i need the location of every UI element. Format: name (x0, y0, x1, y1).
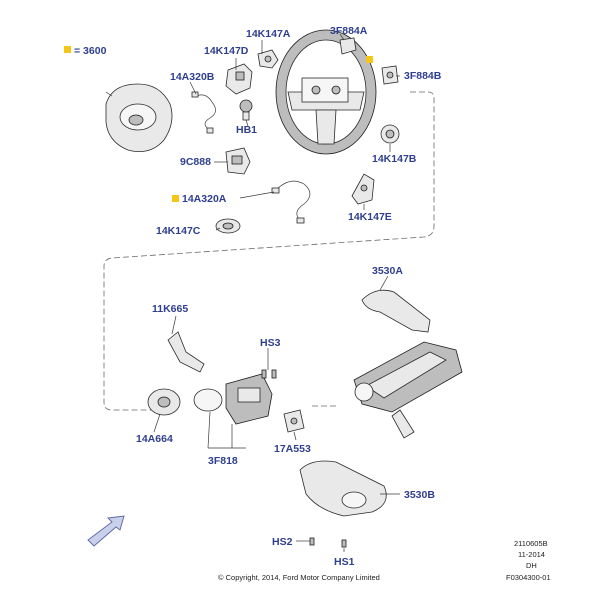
shroud-3530a (361, 289, 431, 333)
upper-group-boundary (103, 91, 435, 411)
switch-assembly-3f818 (193, 373, 273, 425)
switch-14k147c (215, 218, 241, 234)
legend-text: = 3600 (74, 45, 107, 57)
callout-14k147c: 14K147C (156, 225, 201, 237)
callout-3f818: 3F818 (208, 455, 238, 467)
footer-code: 2110605B (514, 539, 548, 548)
footer-initials: DH (526, 561, 537, 570)
callout-14k147a: 14K147A (246, 28, 291, 40)
shroud-3530b (299, 460, 387, 517)
callout-3530b: 3530B (404, 489, 435, 501)
callout-hs3: HS3 (260, 337, 281, 349)
callout-hs2: HS2 (272, 536, 293, 548)
clockspring-14a664 (147, 388, 181, 416)
footer-date: 11-2014 (518, 550, 545, 559)
horn-hb1 (239, 99, 253, 121)
harness-14a320a (271, 180, 311, 224)
callout-14k147d: 14K147D (204, 45, 249, 57)
callout-3530a: 3530A (372, 265, 403, 277)
harness-14a320b (191, 91, 216, 134)
steering-wheel (275, 29, 377, 155)
callout-3f884a: 3F884A (330, 25, 368, 37)
footer-copyright: © Copyright, 2014, Ford Motor Company Li… (218, 573, 380, 582)
switch-14k147d (225, 63, 253, 95)
part-3f884b (381, 65, 399, 85)
screws-hs3 (261, 369, 277, 379)
lock-17a553 (283, 409, 305, 433)
switch-14k147a (257, 49, 279, 69)
switch-14k147e (351, 173, 375, 205)
callout-14a664: 14A664 (136, 433, 173, 445)
footer-figure-id: F0304300-01 (506, 573, 551, 582)
callout-hs1: HS1 (334, 556, 355, 568)
callout-hb1: HB1 (236, 124, 257, 136)
legend-marker (64, 46, 71, 53)
airbag-module (105, 83, 173, 153)
callout-17a553: 17A553 (274, 443, 311, 455)
callout-14a320b: 14A320B (170, 71, 215, 83)
callout-3f884b: 3F884B (404, 70, 442, 82)
steering-column (353, 341, 463, 439)
callout-11k665: 11K665 (152, 303, 188, 315)
part-9c888 (225, 147, 251, 175)
screw-hs2 (309, 537, 315, 546)
callout-marker-14a320a (172, 195, 179, 202)
callout-14a320a: 14A320A (182, 193, 227, 205)
switch-14k147b (380, 124, 400, 144)
switch-11k665 (167, 331, 205, 373)
callout-14k147b: 14K147B (372, 153, 417, 165)
callout-14k147e: 14K147E (348, 211, 392, 223)
front-direction-arrow-icon (87, 515, 125, 547)
callout-marker-wheel (366, 56, 373, 63)
leader-lines (153, 33, 400, 552)
switch-3f884a (339, 37, 357, 55)
screw-hs1 (341, 539, 347, 548)
callout-9c888: 9C888 (180, 156, 211, 168)
